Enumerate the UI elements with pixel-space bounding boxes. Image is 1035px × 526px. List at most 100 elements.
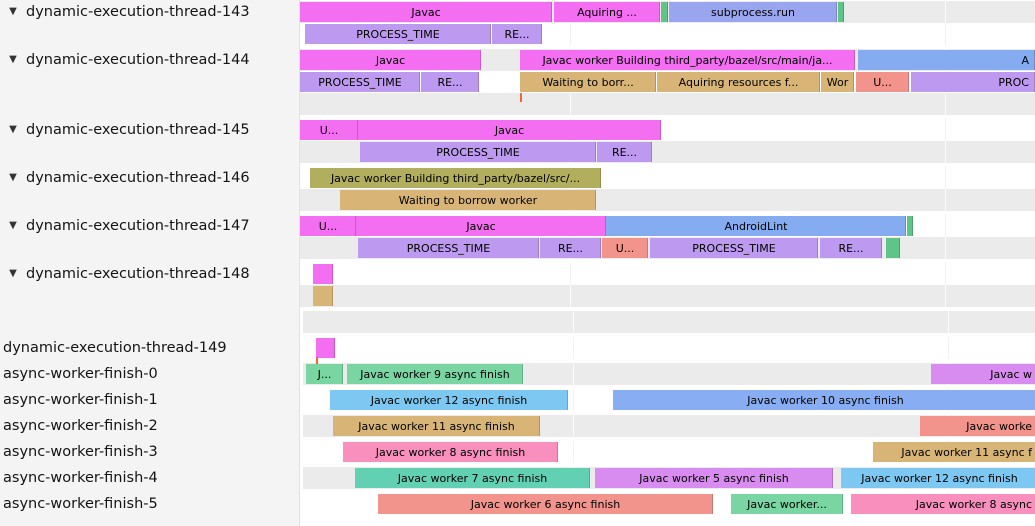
track-label: dynamic-execution-thread-149 — [3, 340, 227, 356]
collapse-triangle-icon[interactable]: ▼ — [9, 172, 17, 183]
track-rows: J...Javac worker 9 async finish Javac w — [303, 363, 1035, 385]
collapse-triangle-icon[interactable]: ▼ — [9, 124, 17, 135]
event-bar[interactable]: Javac worker Building third_party/bazel/… — [310, 168, 601, 188]
track-label-cell: async-worker-finish-4 — [0, 467, 303, 489]
track-rows: Javac worker 6 async finish Javac worker.… — [303, 493, 1035, 515]
collapse-triangle-icon[interactable]: ▼ — [9, 220, 17, 231]
track-label: async-worker-finish-0 — [3, 366, 158, 382]
track-label: async-worker-finish-1 — [3, 392, 158, 408]
event-row: U...Javac — [300, 119, 1035, 141]
gridline — [945, 237, 946, 259]
event-bar[interactable]: PROCESS_TIME — [650, 238, 818, 258]
event-bar[interactable]: PROCESS_TIME — [358, 238, 539, 258]
gridline — [570, 93, 571, 115]
event-bar[interactable]: Javac worker 11 async finish — [333, 416, 540, 436]
event-row: Javac worker 6 async finish Javac worker.… — [303, 493, 1035, 515]
gridline — [948, 311, 949, 333]
event-bar[interactable]: RE... — [540, 238, 601, 258]
track-group: async-worker-finish-0 J...Javac worker 9 … — [0, 363, 1035, 385]
event-row — [300, 93, 1035, 115]
event-bar[interactable]: Waiting to borr... — [520, 72, 656, 92]
event-bar[interactable]: PROCESS_TIME — [305, 24, 491, 44]
event-bar[interactable]: PROCESS_TIME — [300, 72, 420, 92]
event-bar[interactable] — [313, 264, 333, 284]
event-bar[interactable]: Aquiring ... — [554, 2, 660, 22]
gridline — [570, 263, 571, 285]
event-bar[interactable]: Javac worker 12 async finish — [841, 468, 1035, 488]
gridline — [945, 215, 946, 237]
event-bar[interactable]: PROCESS_TIME — [360, 142, 596, 162]
event-bar[interactable]: Javac w — [931, 364, 1035, 384]
track-label: async-worker-finish-2 — [3, 418, 158, 434]
event-row: Javac worker Building third_party/bazel/… — [300, 167, 1035, 189]
event-bar[interactable]: Javac worker 6 async finish — [378, 494, 713, 514]
event-bar[interactable] — [316, 338, 335, 358]
event-row — [300, 285, 1035, 307]
track-label: dynamic-execution-thread-144 — [26, 52, 250, 68]
event-bar[interactable]: AndroidLint — [606, 216, 906, 236]
event-bar[interactable]: U... — [602, 238, 648, 258]
event-bar[interactable]: Javac worker 8 async finish — [343, 442, 558, 462]
event-bar[interactable] — [838, 2, 844, 22]
event-bar[interactable]: Javac — [356, 216, 606, 236]
event-bar[interactable]: Javac — [358, 120, 661, 140]
event-bar[interactable]: subprocess.run — [669, 2, 837, 22]
event-row: Javac worker 12 async finish Javac worker… — [303, 389, 1035, 411]
event-bar[interactable]: J... — [306, 364, 343, 384]
event-bar[interactable]: Wor — [821, 72, 854, 92]
event-bar[interactable]: RE... — [597, 142, 652, 162]
event-bar[interactable] — [886, 238, 900, 258]
event-tick[interactable] — [316, 357, 318, 364]
event-bar[interactable]: Aquiring resources f... — [657, 72, 820, 92]
event-bar[interactable]: Javac worker 5 async finish — [595, 468, 833, 488]
track-label-cell: ▼dynamic-execution-thread-143 — [0, 1, 300, 23]
event-tick[interactable] — [520, 93, 522, 102]
collapse-triangle-icon[interactable]: ▼ — [9, 268, 17, 279]
gridline — [573, 441, 574, 463]
event-bar[interactable]: Javac worker 10 async finish — [613, 390, 1035, 410]
collapse-triangle-icon[interactable]: ▼ — [9, 6, 17, 17]
event-bar[interactable]: Javac — [300, 2, 552, 22]
event-bar[interactable]: RE... — [421, 72, 479, 92]
gridline — [570, 285, 571, 307]
event-bar[interactable]: U... — [300, 120, 358, 140]
event-bar[interactable]: Waiting to borrow worker — [340, 190, 596, 210]
event-bar[interactable]: Javac worker Building third_party/bazel/… — [520, 50, 855, 70]
event-bar[interactable]: Javac — [300, 50, 481, 70]
event-bar[interactable]: Javac worker 11 async f — [873, 442, 1035, 462]
event-bar[interactable]: PROC — [911, 72, 1035, 92]
event-bar[interactable]: A — [858, 50, 1035, 70]
event-bar[interactable]: Javac worker 8 async — [851, 494, 1035, 514]
event-bar[interactable]: Javac worke — [920, 416, 1035, 436]
event-bar[interactable]: Javac worker 12 async finish — [330, 390, 568, 410]
event-bar[interactable]: RE... — [820, 238, 882, 258]
track-label-cell: async-worker-finish-0 — [0, 363, 303, 385]
gridline — [573, 311, 574, 333]
collapse-triangle-icon[interactable]: ▼ — [9, 54, 17, 65]
event-bar[interactable] — [661, 2, 668, 22]
event-bar[interactable]: RE... — [492, 24, 542, 44]
event-bar[interactable]: Javac worker 7 async finish — [355, 468, 590, 488]
gridline — [573, 389, 574, 411]
event-bar[interactable]: U... — [856, 72, 909, 92]
event-bar[interactable]: Javac worker... — [731, 494, 843, 514]
event-bar[interactable] — [313, 286, 333, 306]
event-bar[interactable]: Javac worker 9 async finish — [347, 364, 523, 384]
event-bar[interactable]: U... — [300, 216, 356, 236]
event-bar[interactable] — [907, 216, 913, 236]
track-group: ▼dynamic-execution-thread-148 — [0, 263, 1035, 307]
gridline — [945, 285, 946, 307]
track-rows — [303, 337, 1035, 364]
